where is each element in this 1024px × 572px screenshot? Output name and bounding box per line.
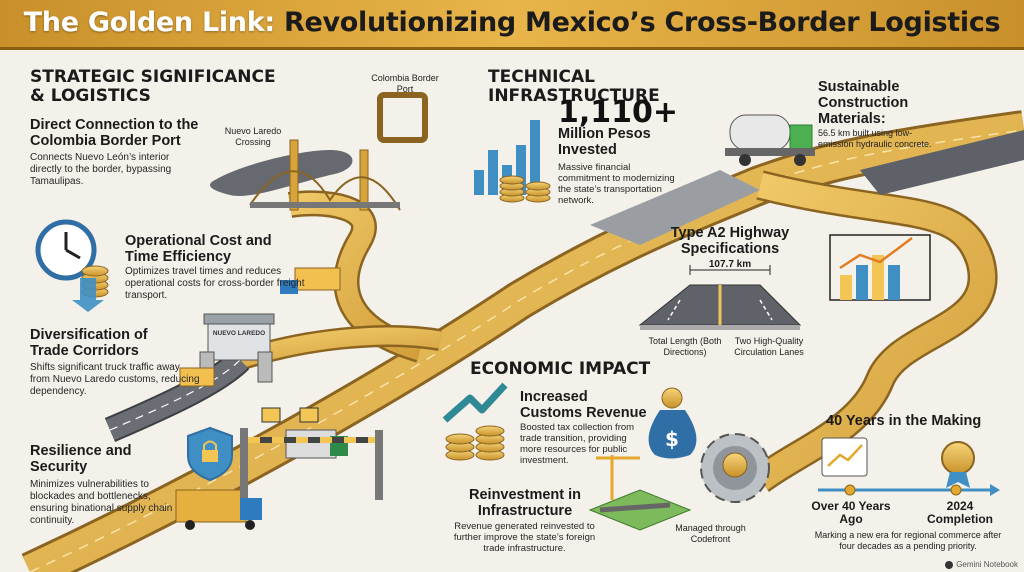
resilience-text: Minimizes vulnerabilities to blockades a… <box>30 479 173 526</box>
strategic-title-line2: & LOGISTICS <box>30 86 151 106</box>
reinvestment-text: Revenue generated reinvested to further … <box>453 521 596 554</box>
customs-booth-icon <box>199 313 275 383</box>
efficiency-title: Operational Cost and Time Efficiency <box>125 233 272 265</box>
technical-section-title: TECHNICAL INFRASTRUCTURE <box>488 67 660 106</box>
illustration: $ <box>21 92 1024 572</box>
resilience-title: Resilience and Security <box>30 443 132 475</box>
efficiency-text: Optimizes travel times and reduces opera… <box>125 266 305 301</box>
construction-crane-icon <box>588 455 692 531</box>
reinvestment-title: Reinvestment in Infrastructure <box>469 487 581 519</box>
sustainable-title: Sustainable Construction Materials: <box>818 79 909 127</box>
main-highway <box>21 110 1024 572</box>
diversification-text: Shifts significant truck traffic away fr… <box>30 362 200 397</box>
asphalt-roads <box>104 130 1024 442</box>
strategic-section-title: STRATEGIC SIGNIFICANCE & LOGISTICS <box>30 68 290 106</box>
growth-chart-icon <box>829 234 931 301</box>
highway-spec-diagram <box>638 265 802 330</box>
timeline-icon <box>818 437 1000 496</box>
investment-unit: Million Pesos Invested <box>558 126 651 158</box>
length-caption: Total Length (Both Directions) <box>648 336 722 357</box>
gear-icon <box>700 433 770 503</box>
customs-revenue-title: Increased Customs Revenue <box>520 389 647 421</box>
svg-text:$: $ <box>665 427 679 451</box>
diversification-title: Diversification of Trade Corridors <box>30 327 148 359</box>
bridge-icon <box>249 92 428 211</box>
watermark: Gemini Notebook <box>945 560 1018 569</box>
money-bag-icon: $ <box>648 387 697 459</box>
customs-revenue-text: Boosted tax collection from trade transi… <box>520 422 635 466</box>
title-rest: Revolutionizing Mexico’s Cross-Border Lo… <box>274 7 1001 38</box>
sustainable-text: 56.5 km built using low-emission hydraul… <box>818 128 932 149</box>
header-banner: The Golden Link: Revolutionizing Mexico’… <box>0 0 1024 50</box>
timeline-end: 2024 Completion <box>927 499 993 526</box>
investment-value: 1,110+ <box>558 95 679 130</box>
title-highlight: The Golden Link: <box>23 7 276 38</box>
highway-spec-title: Type A2 Highway Specifications <box>670 225 790 257</box>
notebook-logo-icon <box>945 560 954 569</box>
timeline-start: Over 40 Years Ago <box>811 499 891 526</box>
investment-text: Massive financial commitment to moderniz… <box>558 162 675 206</box>
economic-section-title: ECONOMIC IMPACT <box>470 359 651 379</box>
colombia-port-label: Colombia Border Port <box>371 73 439 94</box>
revenue-trend-icon <box>442 382 508 461</box>
managed-by-text: Managed through Codefront <box>675 523 746 544</box>
strategic-title-line1: STRATEGIC SIGNIFICANCE <box>30 67 276 87</box>
timeline-title: 40 Years in the Making <box>826 413 982 429</box>
lanes-caption: Two High-Quality Circulation Lanes <box>734 336 804 357</box>
truck-icons <box>175 267 348 530</box>
barrier-gate-icon <box>240 407 383 500</box>
investment-chart-icon <box>474 120 551 203</box>
booth-sign: NUEVO LAREDO <box>212 330 266 337</box>
timeline-text: Marking a new era for regional commerce … <box>814 530 1002 551</box>
direct-connection-title: Direct Connection to the Colombia Border… <box>30 117 199 149</box>
page-title: The Golden Link: Revolutionizing Mexico’… <box>0 7 1024 38</box>
highway-length: 107.7 km <box>708 259 752 270</box>
direct-connection-text: Connects Nuevo León’s interior directly … <box>30 152 172 187</box>
cement-mixer-icon <box>725 114 815 166</box>
watermark-text: Gemini Notebook <box>956 560 1018 569</box>
nuevo-laredo-label: Nuevo Laredo Crossing <box>224 126 282 147</box>
right-road <box>751 170 998 493</box>
clock-coins-icon <box>35 219 109 312</box>
shield-lock-icon <box>187 426 233 482</box>
